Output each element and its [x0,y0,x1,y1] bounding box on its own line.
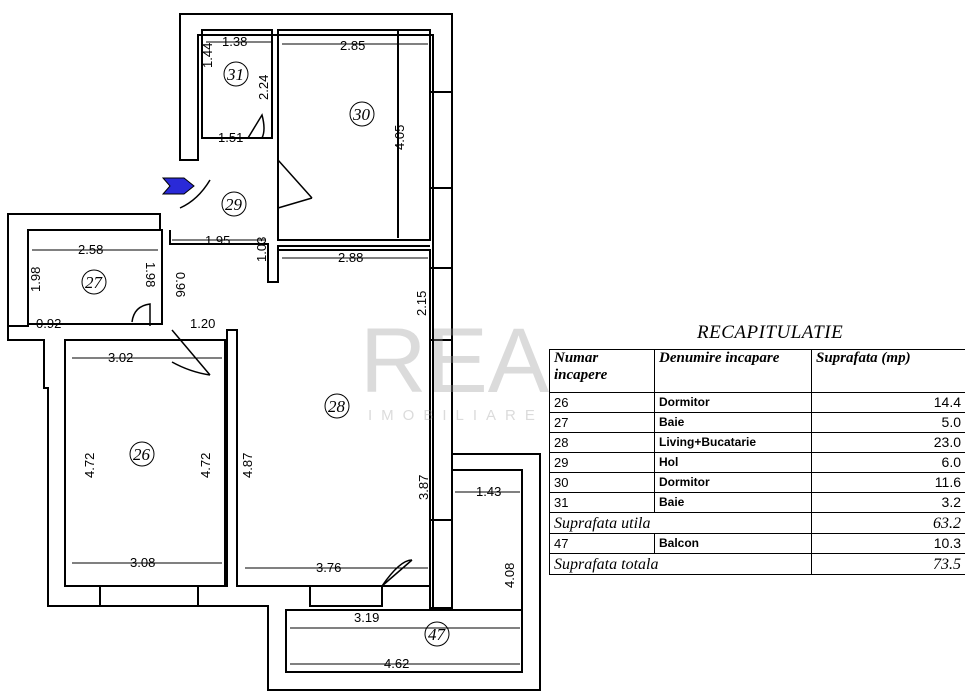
row-num: 47 [549,533,655,554]
outer-wall [179,13,453,611]
door-26 [171,329,211,376]
row-num: 28 [549,432,655,453]
recap-header-row: Numar incapere Denumire incapare Suprafa… [549,349,965,393]
row-name: Dormitor [654,392,812,413]
row-area: 5.0 [811,412,965,433]
dim-r31-bottom: 1.51 [218,130,243,145]
dim-r31-side: 1.44 [200,43,215,68]
total-area-value: 73.5 [811,553,965,575]
header-room-name: Denumire incapare [654,349,812,393]
window-28 [429,267,453,341]
dim-r47-side: 4.08 [502,563,517,588]
dim-r27-side: 1.98 [28,267,43,292]
row-area: 3.2 [811,492,965,513]
dim-r31-right: 2.24 [256,75,271,100]
dim-r31-top: 1.38 [222,34,247,49]
header-room-number: Numar incapere [549,349,655,393]
total-area-row: Suprafata totala 73.5 [549,553,965,575]
recap-title: RECAPITULATIE [697,322,844,343]
dim-r26-left: 4.72 [82,453,97,478]
row-area: 10.3 [811,533,965,554]
dim-r26-right: 4.72 [198,453,213,478]
dim-r27-inner: 1.98 [143,262,158,287]
dim-hall-vertical: 0.96 [173,272,188,297]
dim-r28-left: 4.87 [240,453,255,478]
room-30-walls [277,29,431,241]
hall-walls [169,230,430,283]
table-row: 29 Hol 6.0 [549,452,965,473]
dim-r28-window: 2.15 [414,291,429,316]
row-area: 14.4 [811,392,965,413]
useful-area-label: Suprafata utila [549,512,812,534]
door-30 [277,159,313,209]
row-num: 29 [549,452,655,473]
window-28b [429,519,453,609]
row-num: 27 [549,412,655,433]
dim-r28-right: 3.87 [416,475,431,500]
room-27-walls [27,229,163,325]
dim-r30-top: 2.85 [340,38,365,53]
dim-hall-width: 1.03 [254,237,269,262]
watermark-subtitle: IMOBILIARE [368,407,544,424]
dim-r27-top: 2.58 [78,242,103,257]
room-label-31: 31 [226,65,244,84]
door-29-entry [179,179,211,209]
table-row: 27 Baie 5.0 [549,412,965,433]
dim-r26-bottom: 3.08 [130,555,155,570]
room-label-30: 30 [352,105,371,124]
dim-r28-top: 2.88 [338,250,363,265]
dim-r27-bottom: 0.92 [36,316,61,331]
useful-area-row: Suprafata utila 63.2 [549,512,965,534]
recap-table: Numar incapere Denumire incapare Suprafa… [549,349,965,575]
door-27 [131,303,151,326]
dim-hall-length: 1.95 [205,233,230,248]
table-row: 30 Dormitor 11.6 [549,472,965,493]
room-label-28: 28 [328,397,346,416]
table-row: 28 Living+Bucatarie 23.0 [549,432,965,453]
door-31 [247,113,265,139]
row-num: 31 [549,492,655,513]
dim-r47-top: 1.43 [476,484,501,499]
useful-area-value: 63.2 [811,512,965,534]
window-30 [429,91,453,189]
outer-wall-west [7,326,541,691]
door-balcony [381,559,413,587]
row-name: Hol [654,452,812,473]
watermark-logo: REA [360,310,550,412]
row-name: Balcon [654,533,812,554]
table-row: 26 Dormitor 14.4 [549,392,965,413]
room-31-walls [201,29,273,139]
dim-r47-mid: 3.19 [354,610,379,625]
row-name: Living+Bucatarie [654,432,812,453]
row-area: 6.0 [811,452,965,473]
dim-door-width: 1.20 [190,316,215,331]
row-num: 30 [549,472,655,493]
window-26 [99,585,199,607]
dim-r26-top: 3.02 [108,350,133,365]
row-name: Baie [654,492,812,513]
row-name: Baie [654,412,812,433]
row-area: 11.6 [811,472,965,493]
header-area: Suprafata (mp) [811,349,965,393]
dim-r28-bottom: 3.76 [316,560,341,575]
entry-arrow-icon [161,177,195,195]
table-row: 47 Balcon 10.3 [549,533,965,554]
window-28c [309,585,383,607]
table-row: 31 Baie 3.2 [549,492,965,513]
row-name: Dormitor [654,472,812,493]
dim-r47-bottom: 4.62 [384,656,409,671]
room-label-29: 29 [225,195,243,214]
row-num: 26 [549,392,655,413]
room-28-walls [278,249,431,600]
dim-r30-height: 4.05 [392,125,407,150]
room-label-26: 26 [133,445,151,464]
room-label-47: 47 [428,625,447,644]
row-area: 23.0 [811,432,965,453]
total-area-label: Suprafata totala [549,553,812,575]
room-label-27: 27 [85,273,104,292]
